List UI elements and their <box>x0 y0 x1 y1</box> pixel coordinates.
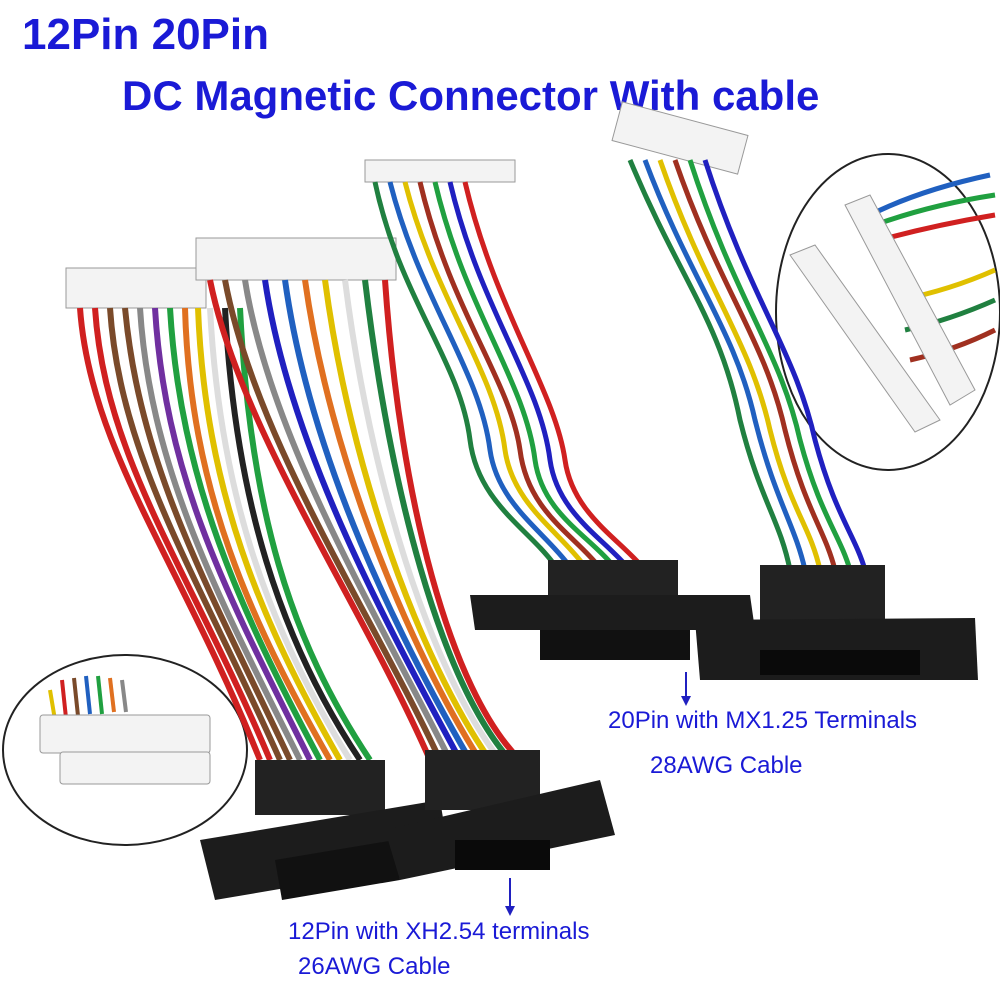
zoom-circle-right <box>775 153 1000 471</box>
title-line-1: 12Pin 20Pin <box>22 10 270 59</box>
cable-12pin-large <box>195 237 615 880</box>
title-line-2: DC Magnetic Connector With cable <box>122 72 820 119</box>
caption-20pin: 20Pin with MX1.25 Terminals <box>608 707 918 734</box>
arrow-20pin <box>681 672 691 706</box>
cable-20pin-front <box>364 159 755 660</box>
caption-12pin: 12Pin with XH2.54 terminals <box>288 918 590 945</box>
cable-12pin-small <box>65 267 450 900</box>
cable-20pin-back <box>611 101 978 680</box>
arrow-12pin <box>505 878 515 916</box>
caption-12pin-cable: 26AWG Cable <box>298 953 451 980</box>
caption-20pin-cable: 28AWG Cable <box>650 752 803 779</box>
zoom-circle-left <box>2 654 248 846</box>
